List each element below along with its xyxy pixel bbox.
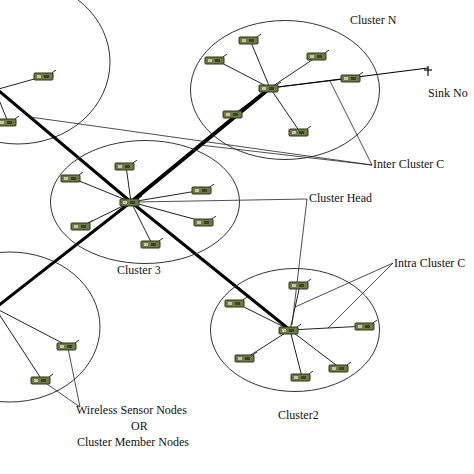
sensor-node bbox=[141, 238, 163, 248]
sink-link bbox=[270, 68, 428, 88]
cluster-region: Cluster N bbox=[190, 20, 380, 160]
intra-link bbox=[290, 330, 302, 377]
intra-link bbox=[0, 308, 68, 346]
annotation-label: Cluster Head bbox=[309, 191, 372, 205]
annotation-label: Inter Cluster C bbox=[373, 157, 444, 171]
annotation-label: Intra Cluster C bbox=[394, 256, 465, 270]
sink-mark bbox=[427, 66, 428, 76]
sensor-node bbox=[289, 126, 311, 136]
sensor-node bbox=[71, 220, 93, 230]
sensor-node bbox=[225, 297, 247, 307]
sensor-node bbox=[115, 160, 137, 170]
cluster-head-node bbox=[279, 324, 301, 334]
sensor-node bbox=[341, 72, 363, 82]
leader-line bbox=[68, 348, 80, 407]
sensor-node bbox=[239, 34, 261, 44]
intra-link bbox=[250, 40, 270, 88]
cluster-outline bbox=[0, 252, 100, 402]
inter-link bbox=[0, 202, 131, 306]
leader-line bbox=[137, 199, 307, 202]
sensor-node bbox=[61, 172, 83, 182]
sensor-node bbox=[192, 184, 214, 194]
cluster-ellipse bbox=[211, 269, 380, 392]
cluster-ellipse bbox=[51, 141, 240, 264]
cluster-outline bbox=[0, 0, 110, 144]
leader-line bbox=[44, 382, 80, 407]
sensor-node bbox=[329, 362, 351, 372]
sensor-node bbox=[0, 116, 19, 126]
intra-link bbox=[290, 285, 300, 330]
intra-link bbox=[216, 60, 270, 88]
cluster-label: Cluster2 bbox=[278, 408, 319, 422]
sensor-node bbox=[194, 216, 216, 226]
sensor-node bbox=[223, 108, 245, 118]
leader-line bbox=[328, 263, 393, 328]
annotation-label: Wireless Sensor Nodes bbox=[76, 403, 187, 417]
sensor-node bbox=[57, 340, 79, 350]
intra-link bbox=[0, 308, 42, 380]
leader-lines bbox=[30, 81, 393, 407]
intra-link bbox=[131, 202, 152, 244]
inter-link bbox=[0, 90, 131, 202]
intra-link bbox=[72, 178, 131, 202]
sensor-node bbox=[235, 352, 257, 362]
leader-line bbox=[30, 117, 372, 165]
sink-node-symbol bbox=[424, 66, 432, 76]
inter-cluster-links bbox=[0, 68, 428, 330]
cluster-outline bbox=[190, 20, 380, 160]
sensor-node bbox=[307, 50, 329, 60]
intra-link bbox=[290, 330, 340, 368]
leader-line bbox=[200, 145, 372, 165]
intra-cluster-links bbox=[0, 40, 366, 380]
annotation-label: Cluster Member Nodes bbox=[77, 435, 189, 449]
cluster-label: Cluster 3 bbox=[117, 263, 161, 277]
sensor-node bbox=[355, 320, 377, 330]
cluster-region: Cluster2 bbox=[210, 268, 380, 392]
sensor-node bbox=[34, 70, 56, 80]
cluster-ellipse bbox=[191, 21, 380, 160]
leader-line bbox=[292, 199, 307, 325]
annotation-label: OR bbox=[131, 419, 148, 433]
annotation-label: Sink No bbox=[428, 86, 468, 100]
cluster-region: Cluster 3 bbox=[50, 140, 240, 264]
cluster-outline bbox=[50, 140, 240, 264]
sensor-node bbox=[289, 279, 311, 289]
cluster-outline bbox=[210, 268, 380, 392]
sensor-nodes bbox=[0, 34, 377, 384]
intra-link bbox=[270, 88, 300, 132]
cluster-label: Cluster N bbox=[350, 13, 396, 27]
sensor-node bbox=[31, 374, 53, 384]
sensor-node bbox=[205, 54, 227, 64]
sensor-node bbox=[291, 371, 313, 381]
cluster-head-node bbox=[120, 196, 142, 206]
cluster-head-node bbox=[259, 82, 281, 92]
leader-line bbox=[330, 81, 372, 165]
